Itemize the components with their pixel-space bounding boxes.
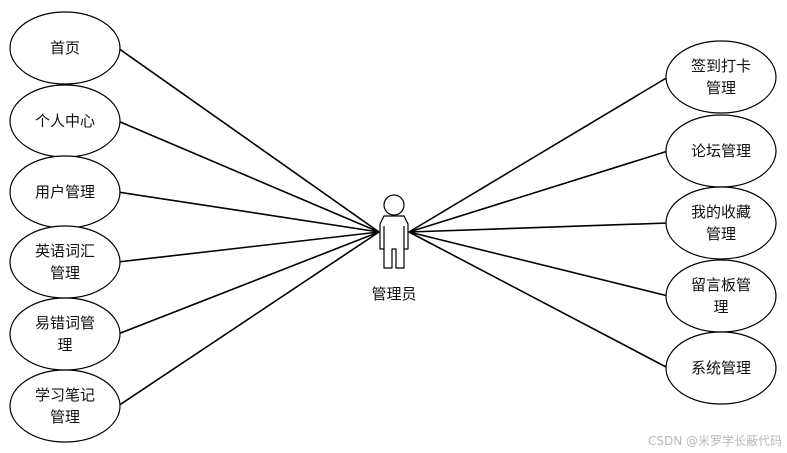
actor-head [383,194,405,216]
uc-message-board-management-label-line-0: 留言板管 [691,276,751,294]
uc-checkin-management-label-line-0: 签到打卡 [691,57,751,75]
uc-personal-center: 个人中心 [9,84,121,158]
association-line-uc-message-board-management [408,231,669,297]
uc-my-favorites-management-label-line-1: 管理 [706,225,736,243]
uc-personal-center-label-line-0: 个人中心 [35,112,95,130]
uc-system-management-label: 系统管理 [691,359,751,377]
uc-study-notes-management-label-line-0: 学习笔记 [35,386,95,404]
uc-system-management: 系统管理 [665,331,777,405]
uc-user-management-label-line-0: 用户管理 [35,183,95,201]
uc-home-label-line-0: 首页 [50,39,80,57]
uc-system-management-label-line-0: 系统管理 [691,359,751,377]
uc-message-board-management: 留言板管理 [665,259,777,333]
uc-user-management: 用户管理 [9,155,121,229]
association-line-uc-my-favorites-management [408,222,669,233]
association-lines [117,47,669,407]
uc-checkin-management-label: 签到打卡管理 [691,57,751,97]
uc-system-management-ellipse [665,331,777,405]
uc-user-management-label: 用户管理 [35,183,95,201]
uc-english-vocabulary-management-label-line-1: 管理 [50,264,80,282]
uc-error-prone-words-management-label-line-1: 理 [57,336,72,354]
uc-english-vocabulary-management: 英语词汇管理 [9,225,121,299]
uc-english-vocabulary-management-ellipse [9,225,121,299]
uc-english-vocabulary-management-label: 英语词汇管理 [35,242,95,282]
uc-english-vocabulary-management-label-line-0: 英语词汇 [35,242,95,260]
uc-study-notes-management: 学习笔记管理 [9,369,121,443]
uc-forum-management-label-line-0: 论坛管理 [691,142,751,160]
uc-my-favorites-management-label-line-0: 我的收藏 [691,203,751,221]
actor-label: 管理员 [371,285,416,303]
uc-forum-management: 论坛管理 [665,114,777,188]
uc-my-favorites-management-ellipse [665,186,777,260]
uc-error-prone-words-management-label-line-0: 易错词管 [35,314,95,332]
uc-message-board-management-label: 留言板管理 [691,276,751,316]
uc-personal-center-label: 个人中心 [35,112,95,130]
use-cases: 首页个人中心用户管理英语词汇管理易错词管理学习笔记管理签到打卡管理论坛管理我的收… [9,11,777,443]
uc-my-favorites-management: 我的收藏管理 [665,186,777,260]
uc-home-ellipse [9,11,121,85]
association-line-uc-study-notes-management [117,231,380,407]
uc-forum-management-label: 论坛管理 [691,142,751,160]
association-line-uc-forum-management [408,150,669,233]
association-line-uc-home [117,47,380,233]
association-line-uc-user-management [117,191,380,233]
uc-message-board-management-label-line-1: 理 [713,298,728,316]
watermark: CSDN @米罗学长蔽代码 [648,433,782,448]
association-line-uc-system-management [408,231,669,369]
uc-error-prone-words-management: 易错词管理 [9,297,121,371]
actor-admin: 管理员 [371,194,417,303]
uc-home: 首页 [9,11,121,85]
association-line-uc-checkin-management [408,76,669,233]
uc-my-favorites-management-label: 我的收藏管理 [691,203,751,243]
association-line-uc-error-prone-words-management [117,231,380,335]
uc-error-prone-words-management-ellipse [9,297,121,371]
uc-study-notes-management-label: 学习笔记管理 [35,386,95,426]
actor-body [379,215,409,269]
association-line-uc-english-vocabulary-management [117,231,380,263]
uc-error-prone-words-management-label: 易错词管理 [35,314,95,354]
uc-study-notes-management-ellipse [9,369,121,443]
association-line-uc-personal-center [117,120,380,233]
uc-message-board-management-ellipse [665,259,777,333]
uc-checkin-management-ellipse [665,40,777,114]
uc-study-notes-management-label-line-1: 管理 [50,408,80,426]
uc-home-label: 首页 [50,39,80,57]
uc-checkin-management: 签到打卡管理 [665,40,777,114]
uc-checkin-management-label-line-1: 管理 [706,79,736,97]
